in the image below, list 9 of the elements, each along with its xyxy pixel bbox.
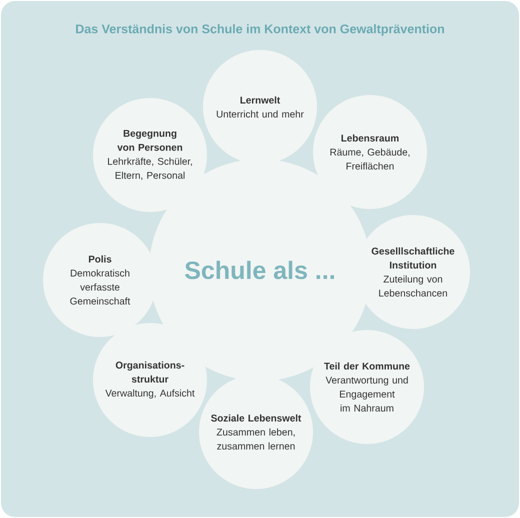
node-label: Lebensraum	[342, 134, 399, 142]
node-label: Demokratisch verfasste Gemeinschaft	[70, 269, 130, 305]
node-label: Polis	[88, 255, 112, 263]
node-label: Begegnung von Personen	[117, 130, 182, 151]
node-label: Zuteilung von Lebenschancen	[379, 275, 447, 297]
node-label: Geselllschaftliche Institution	[372, 247, 454, 269]
node-label: Schule als ...	[185, 260, 334, 280]
node-label: Verwaltung, Aufsicht	[105, 389, 195, 399]
title: Das Verständnis von Schule im Kontext von Gewaltprävention	[76, 24, 444, 36]
